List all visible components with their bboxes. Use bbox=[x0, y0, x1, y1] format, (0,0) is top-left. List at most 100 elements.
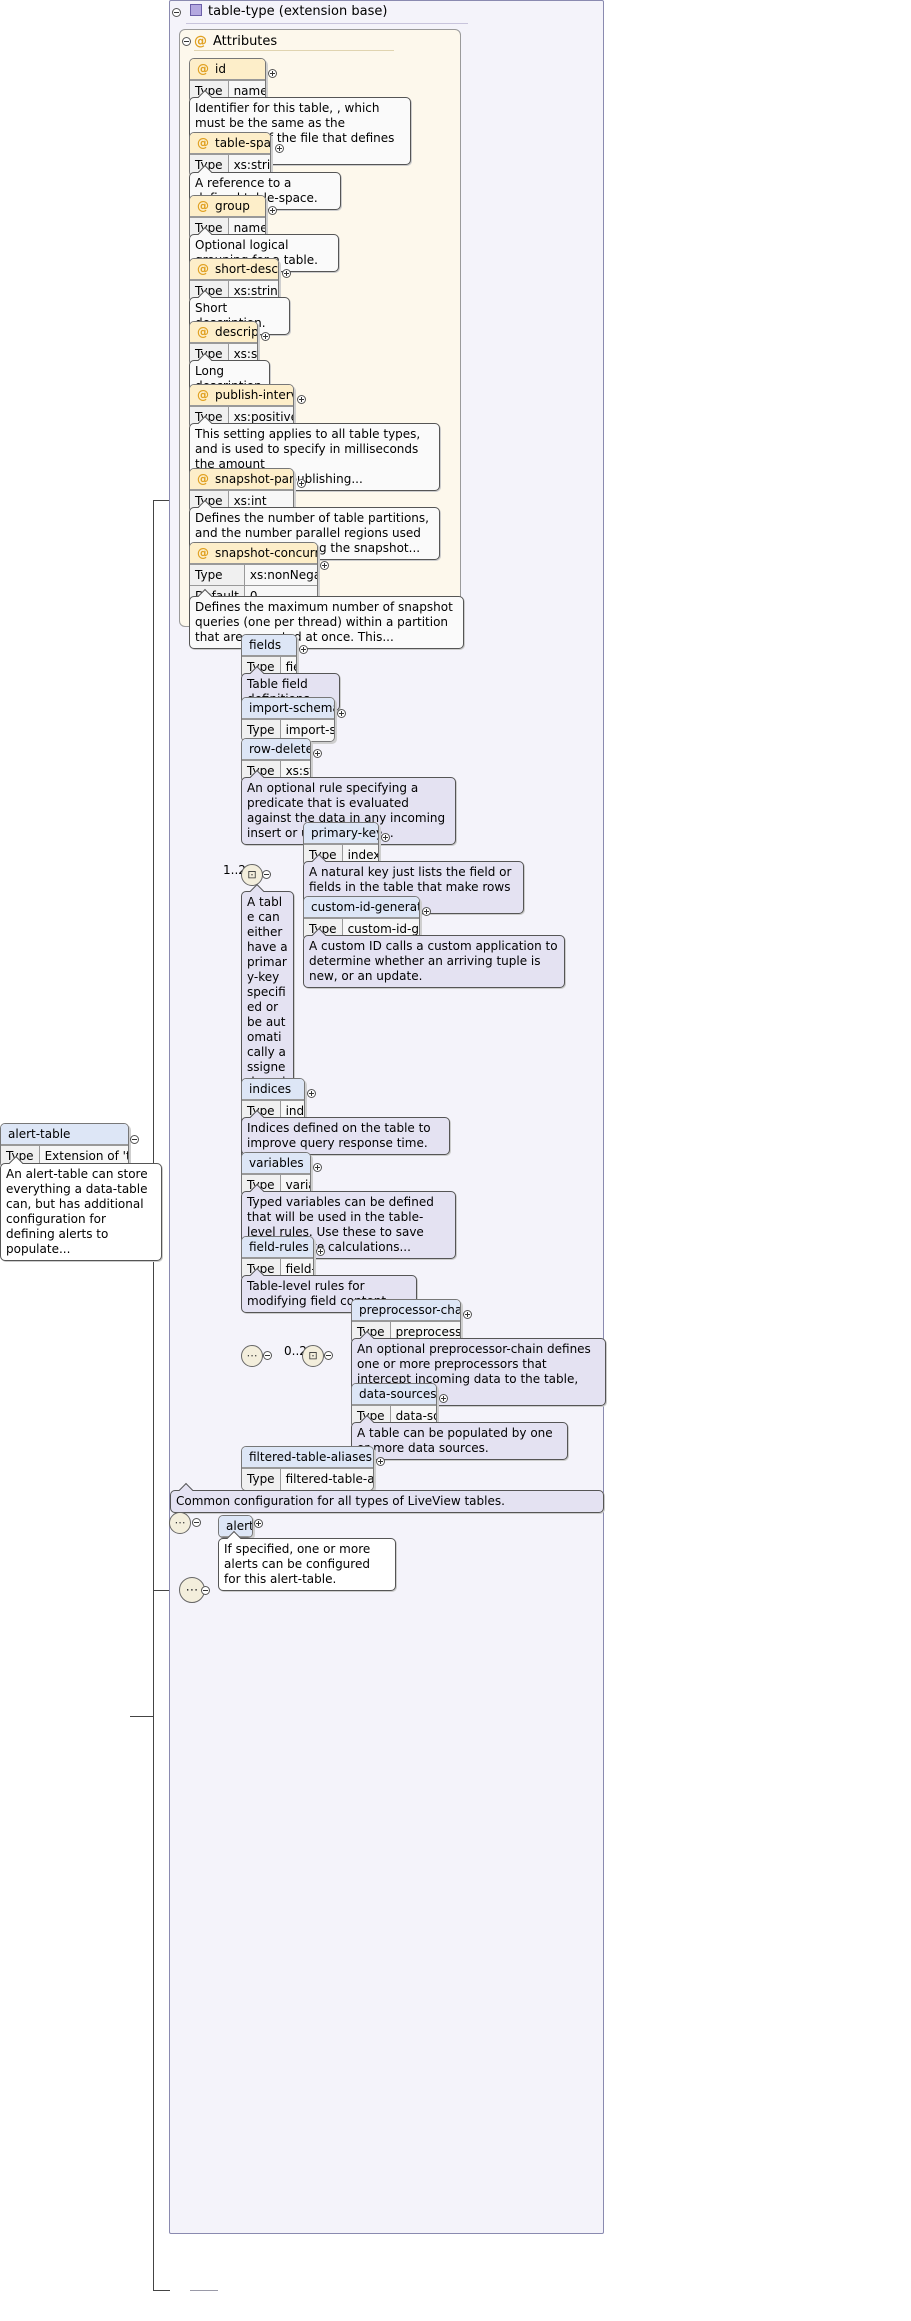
element-alerts-doc: If specified, one or more alerts can be … bbox=[218, 1538, 396, 1591]
type-value: Extension of 'table-type' bbox=[39, 1145, 128, 1167]
attribute-icon: @ bbox=[197, 136, 209, 150]
collapse-attributes-icon[interactable] bbox=[182, 37, 191, 46]
collapse-alerts-sequence-icon[interactable] bbox=[192, 1518, 201, 1527]
element-name: field-rules bbox=[242, 1237, 313, 1258]
inner-sequence-icon[interactable]: ⋯ bbox=[241, 1345, 263, 1367]
attribute-name: publish-interval-millis bbox=[215, 388, 293, 402]
choice-multiplicity: 1..2 bbox=[223, 863, 246, 877]
attribute-name: short-description bbox=[215, 262, 279, 276]
attribute-icon: @ bbox=[197, 472, 209, 486]
expand-fields-icon[interactable] bbox=[299, 645, 308, 654]
element-name: data-sources bbox=[352, 1384, 436, 1405]
extension-title-underline bbox=[186, 23, 468, 24]
expand-filtered-table-aliases-icon[interactable] bbox=[376, 1457, 385, 1466]
extension-doc: Common configuration for all types of Li… bbox=[170, 1490, 604, 1513]
attribute-name: snapshot-parallelism bbox=[215, 472, 294, 486]
element-name: import-schema bbox=[242, 698, 334, 719]
inner-choice-icon[interactable]: ⊡ bbox=[302, 1345, 324, 1367]
sequence-symbol: ⋯ bbox=[185, 1583, 199, 1598]
attributes-underline bbox=[194, 50, 394, 51]
attributes-title-text: Attributes bbox=[213, 34, 278, 49]
collapse-extension-icon[interactable] bbox=[172, 8, 181, 17]
attributes-title: @ Attributes bbox=[194, 34, 277, 49]
choice-symbol: ⊡ bbox=[247, 868, 257, 881]
element-custom-id-generation-doc: A custom ID calls a custom application t… bbox=[303, 935, 565, 988]
expand-description-icon[interactable] bbox=[261, 332, 270, 341]
element-name: primary-key bbox=[304, 823, 378, 844]
element-name: variables bbox=[242, 1153, 310, 1174]
element-name: filtered-table-aliases bbox=[242, 1447, 373, 1468]
type-key: Type bbox=[242, 1468, 281, 1490]
attribute-icon: @ bbox=[197, 199, 209, 213]
inner-sequence-symbol: ⋯ bbox=[246, 1349, 258, 1362]
element-name: custom-id-generation bbox=[304, 897, 419, 918]
collapse-root-icon[interactable] bbox=[130, 1135, 139, 1144]
expand-row-delete-rule-icon[interactable] bbox=[313, 749, 322, 758]
type-key: Type bbox=[190, 564, 245, 586]
attribute-name: snapshot-concurrency bbox=[215, 546, 317, 560]
attribute-icon: @ bbox=[197, 388, 209, 402]
element-custom-id-generation[interactable]: custom-id-generation Typecustom-id-gener… bbox=[303, 896, 420, 941]
connector-root-h bbox=[130, 1716, 154, 1717]
expand-primary-key-icon[interactable] bbox=[381, 833, 390, 842]
expand-field-rules-icon[interactable] bbox=[316, 1247, 325, 1256]
collapse-sequence-icon[interactable] bbox=[201, 1586, 210, 1595]
connector-to-attributes bbox=[153, 500, 181, 501]
expand-table-space-ref-icon[interactable] bbox=[275, 144, 284, 153]
attribute-name: description bbox=[215, 325, 258, 339]
expand-indices-icon[interactable] bbox=[307, 1089, 316, 1098]
expand-custom-id-generation-icon[interactable] bbox=[422, 907, 431, 916]
expand-publish-interval-millis-icon[interactable] bbox=[297, 395, 306, 404]
sequence-compositor-icon[interactable]: ⋯ bbox=[179, 1577, 205, 1603]
expand-short-description-icon[interactable] bbox=[282, 269, 291, 278]
type-value: import-schema bbox=[280, 719, 334, 741]
attribute-name: table-space-ref bbox=[215, 136, 271, 150]
expand-alerts-icon[interactable] bbox=[254, 1519, 263, 1528]
element-name: fields bbox=[242, 635, 296, 656]
root-doc: An alert-table can store everything a da… bbox=[0, 1163, 162, 1261]
complex-type-icon bbox=[190, 4, 202, 16]
expand-variables-icon[interactable] bbox=[313, 1163, 322, 1172]
collapse-choice-icon[interactable] bbox=[262, 870, 271, 879]
attribute-icon: @ bbox=[197, 62, 209, 76]
expand-snapshot-concurrency-icon[interactable] bbox=[320, 561, 329, 570]
inner-choice-multiplicity: 0..2 bbox=[284, 1344, 307, 1358]
connector-alerts bbox=[190, 2290, 218, 2291]
expand-data-sources-icon[interactable] bbox=[439, 1394, 448, 1403]
element-indices-doc: Indices defined on the table to improve … bbox=[241, 1117, 450, 1155]
alerts-sequence-icon[interactable]: ⋯ bbox=[169, 1512, 191, 1534]
collapse-inner-choice-icon[interactable] bbox=[324, 1351, 333, 1360]
extension-title: table-type (extension base) bbox=[186, 4, 387, 19]
attribute-snapshot-concurrency-doc: Defines the maximum number of snapshot q… bbox=[189, 596, 464, 649]
element-alerts[interactable]: alerts bbox=[218, 1515, 253, 1538]
extension-title-text: table-type (extension base) bbox=[208, 4, 388, 19]
alerts-sequence-symbol: ⋯ bbox=[174, 1516, 186, 1529]
expand-preprocessor-chain-icon[interactable] bbox=[463, 1310, 472, 1319]
expand-import-schema-icon[interactable] bbox=[337, 709, 346, 718]
type-value: xs:nonNegativeInteger bbox=[244, 564, 317, 586]
connector-to-sequence bbox=[153, 1590, 179, 1591]
attribute-icon: @ bbox=[197, 325, 209, 339]
element-data-sources-doc: A table can be populated by one or more … bbox=[351, 1422, 568, 1460]
element-name: indices bbox=[242, 1079, 304, 1100]
type-value: xs:string bbox=[228, 154, 270, 176]
attribute-name: group bbox=[215, 199, 250, 213]
inner-choice-symbol: ⊡ bbox=[308, 1349, 318, 1362]
expand-snapshot-parallelism-icon[interactable] bbox=[297, 479, 306, 488]
element-name: alerts bbox=[219, 1516, 252, 1537]
type-value: filtered-table-aliases-type bbox=[280, 1468, 373, 1490]
expand-id-icon[interactable] bbox=[268, 69, 277, 78]
attribute-icon: @ bbox=[197, 262, 209, 276]
attribute-name: id bbox=[215, 62, 226, 76]
expand-group-icon[interactable] bbox=[268, 206, 277, 215]
choice-compositor-icon[interactable]: ⊡ bbox=[241, 864, 263, 886]
collapse-inner-sequence-icon[interactable] bbox=[263, 1351, 272, 1360]
element-name: preprocessor-chain bbox=[352, 1300, 460, 1321]
element-preprocessor-chain-doc: An optional preprocessor-chain defines o… bbox=[351, 1338, 606, 1406]
element-name: row-delete-rule bbox=[242, 739, 310, 760]
attribute-at-icon: @ bbox=[194, 34, 207, 49]
connector-to-alerts-seq bbox=[153, 2290, 170, 2291]
